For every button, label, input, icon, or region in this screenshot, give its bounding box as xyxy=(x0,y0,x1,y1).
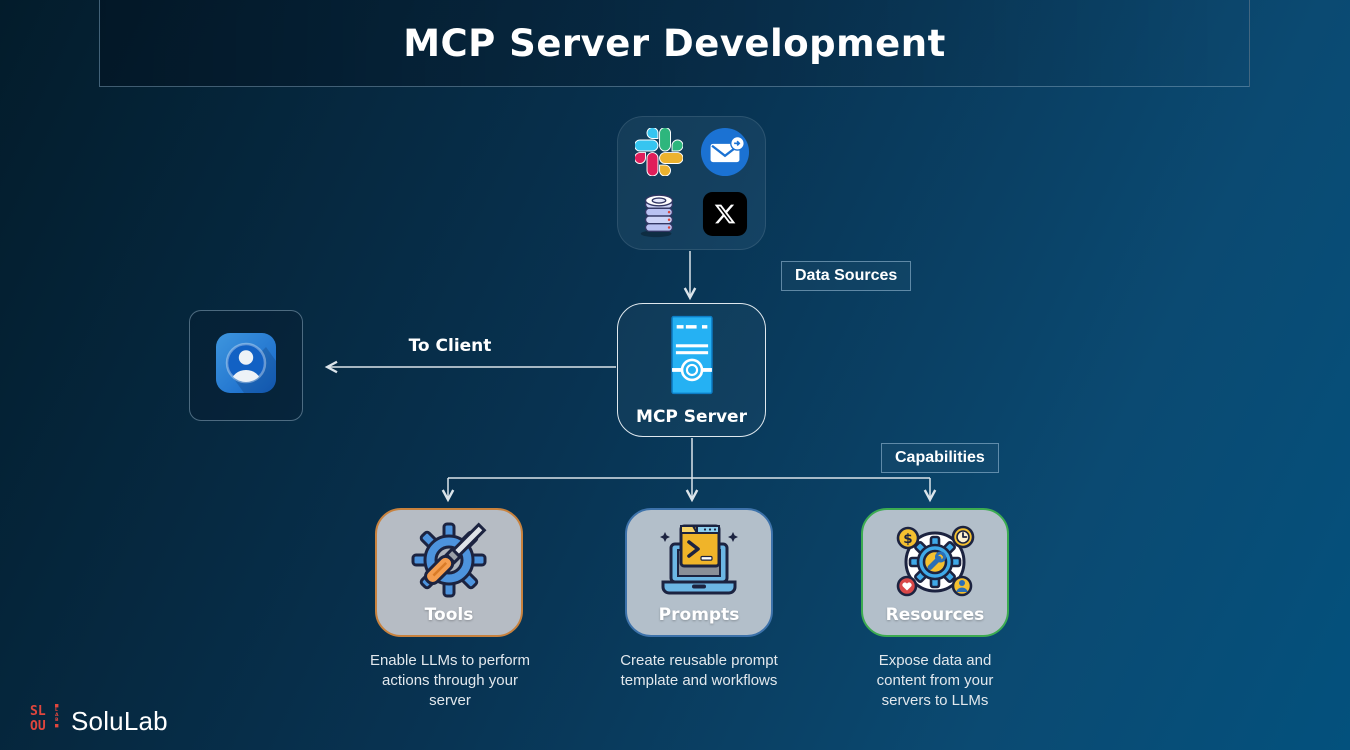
svg-text:$: $ xyxy=(903,531,912,547)
prompts-description: Create reusable prompt template and work… xyxy=(620,652,778,690)
data-sources-box xyxy=(617,116,766,250)
data-sources-label: Data Sources xyxy=(781,261,912,291)
capability-card-resources: $ Resources xyxy=(861,508,1009,637)
laptop-terminal-icon xyxy=(627,518,771,606)
prompts-label: Prompts xyxy=(658,605,740,625)
svg-text:A: A xyxy=(55,712,59,718)
solulab-logomark-icon: SL OU L A B xyxy=(30,702,62,741)
svg-text:SL: SL xyxy=(30,704,46,719)
brand-logo: SL OU L A B SoluLab xyxy=(30,702,168,741)
email-icon xyxy=(699,126,751,178)
gear-wrench-icon: $ xyxy=(863,518,1007,606)
to-client-label: To Client xyxy=(408,336,492,356)
mcp-server-box: MCP Server xyxy=(617,303,766,437)
capability-card-prompts: Prompts xyxy=(625,508,773,637)
svg-text:B: B xyxy=(55,717,59,723)
resources-description: Expose data and content from your server… xyxy=(876,652,994,710)
tools-label: Tools xyxy=(424,605,474,625)
capabilities-label: Capabilities xyxy=(881,443,999,473)
brand-name: SoluLab xyxy=(71,706,168,736)
gear-screwdriver-icon xyxy=(377,518,521,606)
capability-card-tools: Tools xyxy=(375,508,523,637)
server-tower-icon xyxy=(669,314,715,401)
mcp-server-label: MCP Server xyxy=(636,406,747,427)
svg-text:OU: OU xyxy=(30,719,46,734)
database-icon xyxy=(633,188,685,240)
x-icon xyxy=(699,188,751,240)
svg-text:L: L xyxy=(55,707,58,713)
client-box xyxy=(189,310,303,421)
page-title: MCP Server Development xyxy=(403,21,946,65)
slack-icon xyxy=(633,126,685,178)
title-bar: MCP Server Development xyxy=(99,0,1250,87)
tools-description: Enable LLMs to perform actions through y… xyxy=(369,652,531,710)
user-avatar-icon xyxy=(214,331,278,400)
resources-label: Resources xyxy=(885,605,985,625)
